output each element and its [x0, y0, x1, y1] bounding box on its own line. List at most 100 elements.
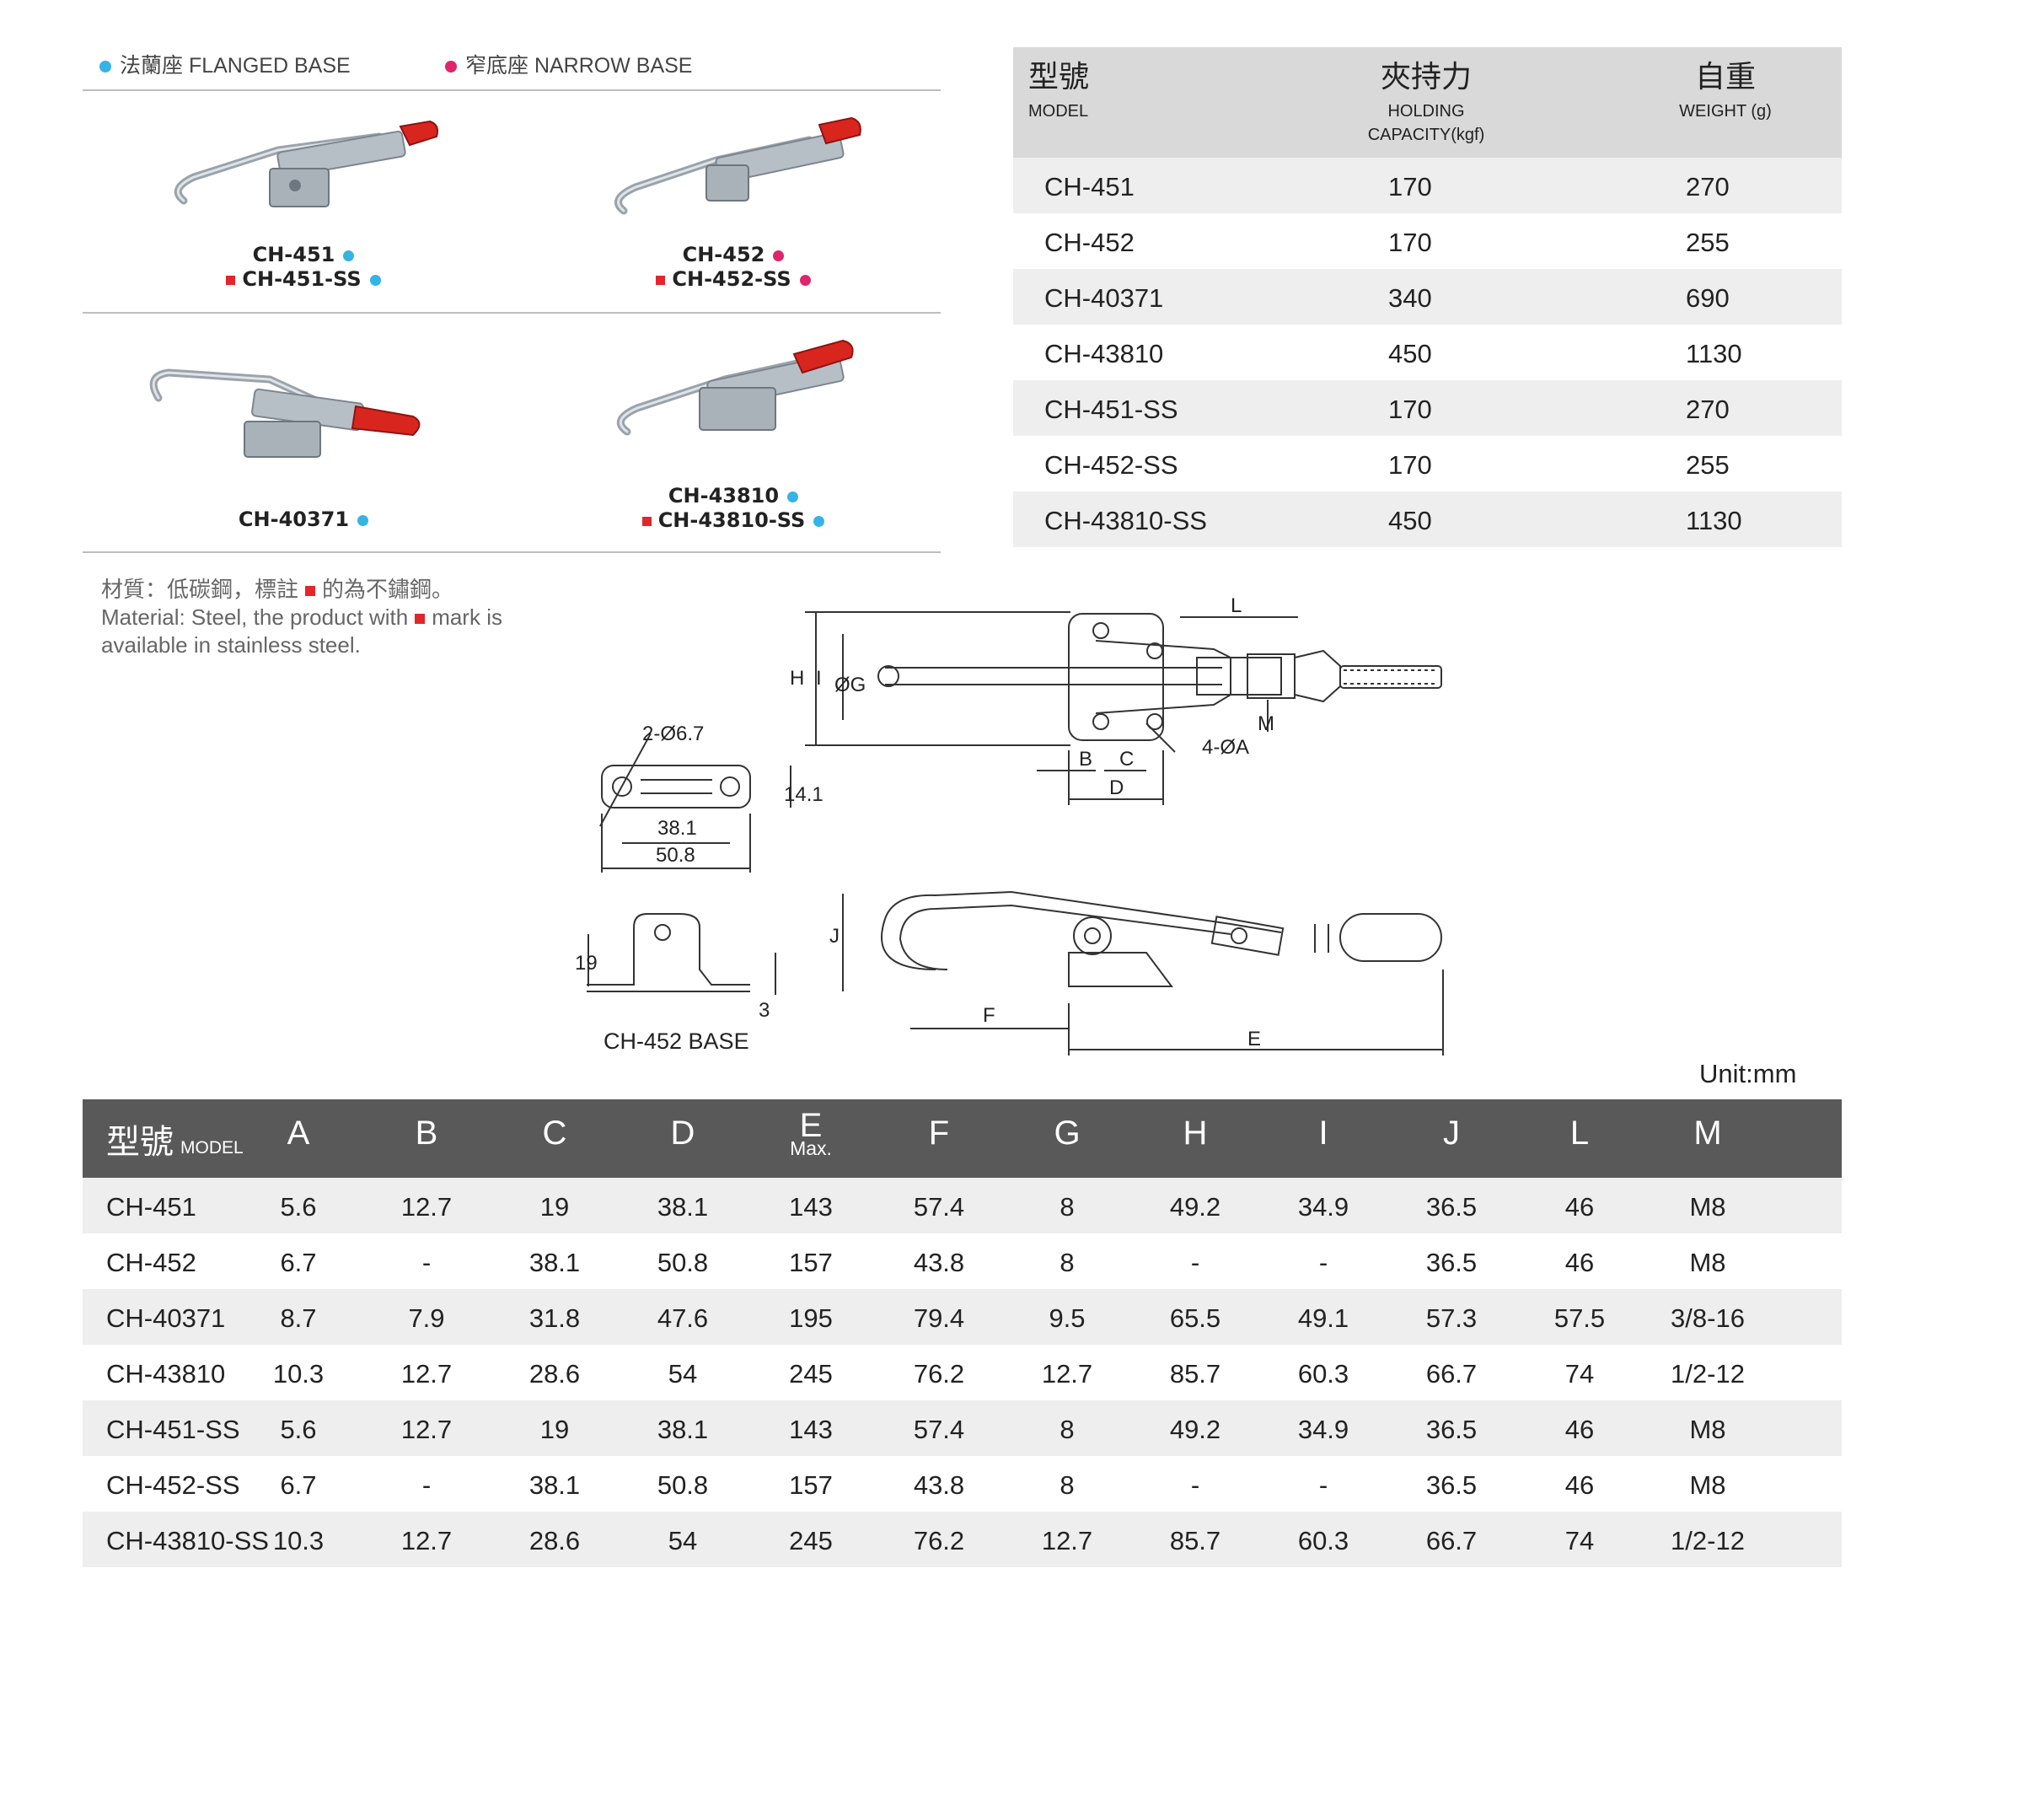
narrow-dot-icon [799, 274, 811, 286]
flanged-dot-icon [99, 61, 111, 73]
dimension-cell: 54 [668, 1359, 698, 1389]
dimension-cell: 195 [789, 1303, 833, 1333]
dimension-cell: 46 [1564, 1415, 1595, 1444]
header-e-sub: Max. [790, 1137, 832, 1159]
capacity-table-cell: CH-451 [1044, 172, 1135, 201]
svg-text:B: B [1079, 748, 1092, 771]
dimension-cell: 9.5 [1049, 1303, 1086, 1333]
capacity-table-cell: CH-451-SS [1044, 395, 1178, 424]
dimension-cell: 5.6 [280, 1192, 317, 1222]
dimension-cell: 50.8 [657, 1248, 709, 1277]
svg-text:M: M [1258, 712, 1274, 735]
dimension-cell: 1/2-12 [1671, 1359, 1745, 1389]
header-col-b: B [415, 1115, 438, 1152]
model-cell: CH-40371 [106, 1303, 226, 1333]
model-cell: CH-452 [106, 1248, 196, 1277]
dimension-cell: 1/2-12 [1671, 1526, 1745, 1555]
header-holding-capacity: 夾持力 HOLDING CAPACITY(kgf) [1367, 59, 1485, 144]
stainless-mark-icon [415, 614, 426, 625]
capacity-table-cell: CH-40371 [1044, 283, 1164, 313]
svg-text:J: J [829, 925, 840, 948]
dimension-cell: 8 [1060, 1192, 1075, 1222]
dimension-cell: 8.7 [280, 1303, 317, 1333]
dimension-cell: 245 [789, 1526, 833, 1555]
dimension-cell: 31.8 [528, 1303, 581, 1333]
product-image-ch-452 [614, 116, 861, 215]
header-col-m: M [1693, 1115, 1722, 1152]
product-image-ch-43810 [616, 339, 854, 436]
dimension-cell: 57.4 [913, 1192, 965, 1222]
model-cell: CH-451 [106, 1192, 196, 1222]
caption-ch-452: CH-452 CH-452-SS [624, 243, 843, 292]
dimension-cell: M8 [1689, 1415, 1726, 1444]
capacity-table-cell: CH-43810 [1044, 339, 1164, 368]
dimension-cell: 12.7 [1041, 1359, 1093, 1389]
flanged-dot-icon [813, 515, 825, 527]
unit-label: Unit:mm [1699, 1059, 1797, 1088]
dimension-cell: M8 [1689, 1248, 1726, 1277]
capacity-table-cell: 170 [1388, 172, 1432, 201]
dimension-cell: 47.6 [657, 1303, 709, 1333]
capacity-table-cell: CH-452-SS [1044, 450, 1178, 480]
dimension-cell: - [1190, 1248, 1200, 1277]
dimension-cell: 34.9 [1297, 1415, 1349, 1444]
dimension-cell: 10.3 [272, 1526, 325, 1555]
dimension-cell: 12.7 [400, 1526, 453, 1555]
dimension-cell: 34.9 [1297, 1192, 1349, 1222]
capacity-table-row: CH-451 170 270 [1013, 158, 1842, 213]
capacity-table-cell: 170 [1388, 450, 1432, 480]
dimension-cell: 7.9 [408, 1303, 445, 1333]
dimension-cell: 57.3 [1425, 1303, 1478, 1333]
dimension-cell: 66.7 [1425, 1526, 1478, 1555]
material-note: 材質：低碳鋼，標註的為不鏽鋼。 Material: Steel, the pro… [101, 577, 502, 658]
base-caption: CH-452 BASE [604, 1029, 749, 1054]
dimension-cell: 28.6 [528, 1526, 581, 1555]
svg-text:3: 3 [759, 999, 770, 1022]
technical-drawing: L H I ØG M B C D 4-ØA 2-Ø6.7 14.1 38.1 5… [575, 594, 1444, 1056]
dimension-cell: 245 [789, 1359, 833, 1389]
dimension-cell: 76.2 [913, 1526, 965, 1555]
model-cell: CH-43810 [106, 1359, 226, 1389]
flanged-dot-icon [343, 250, 355, 261]
dimension-cell: - [421, 1248, 432, 1277]
svg-text:F: F [983, 1004, 995, 1027]
capacity-table-cell: 270 [1686, 395, 1730, 424]
flanged-dot-icon [787, 491, 799, 502]
dimension-cell: 38.1 [657, 1192, 709, 1222]
dimension-cell: 12.7 [400, 1192, 453, 1222]
capacity-table-row: CH-451-SS 170 270 [1013, 380, 1842, 436]
dimension-cell: - [421, 1470, 432, 1500]
svg-text:E: E [1247, 1028, 1261, 1050]
dimension-cell: - [1318, 1248, 1328, 1277]
capacity-table-cell: 1130 [1686, 506, 1742, 535]
header-col-a: A [287, 1115, 310, 1152]
divider [83, 551, 941, 553]
svg-text:I: I [816, 667, 822, 690]
dimension-cell: 12.7 [1041, 1526, 1093, 1555]
capacity-table-cell: 270 [1686, 172, 1730, 201]
capacity-table-cell: 170 [1388, 395, 1432, 424]
dimension-cell: 79.4 [913, 1303, 965, 1333]
header-col-h: H [1183, 1115, 1208, 1152]
dimension-cell: 46 [1564, 1248, 1595, 1277]
dimension-cell: 12.7 [400, 1359, 453, 1389]
svg-text:L: L [1231, 594, 1242, 617]
header-col-g: G [1054, 1115, 1081, 1152]
capacity-table-cell: 450 [1388, 339, 1432, 368]
dimension-cell: 28.6 [528, 1359, 581, 1389]
model-cell: CH-43810-SS [106, 1526, 269, 1555]
header-col-i: I [1318, 1115, 1328, 1152]
capacity-table-cell: 690 [1686, 283, 1730, 313]
dimension-cell: 38.1 [528, 1248, 581, 1277]
dimension-cell: 46 [1564, 1192, 1595, 1222]
dimension-cell: 49.2 [1169, 1192, 1221, 1222]
caption-ch-451: CH-451 CH-451-SS [194, 243, 413, 292]
svg-text:ØG: ØG [834, 674, 866, 696]
